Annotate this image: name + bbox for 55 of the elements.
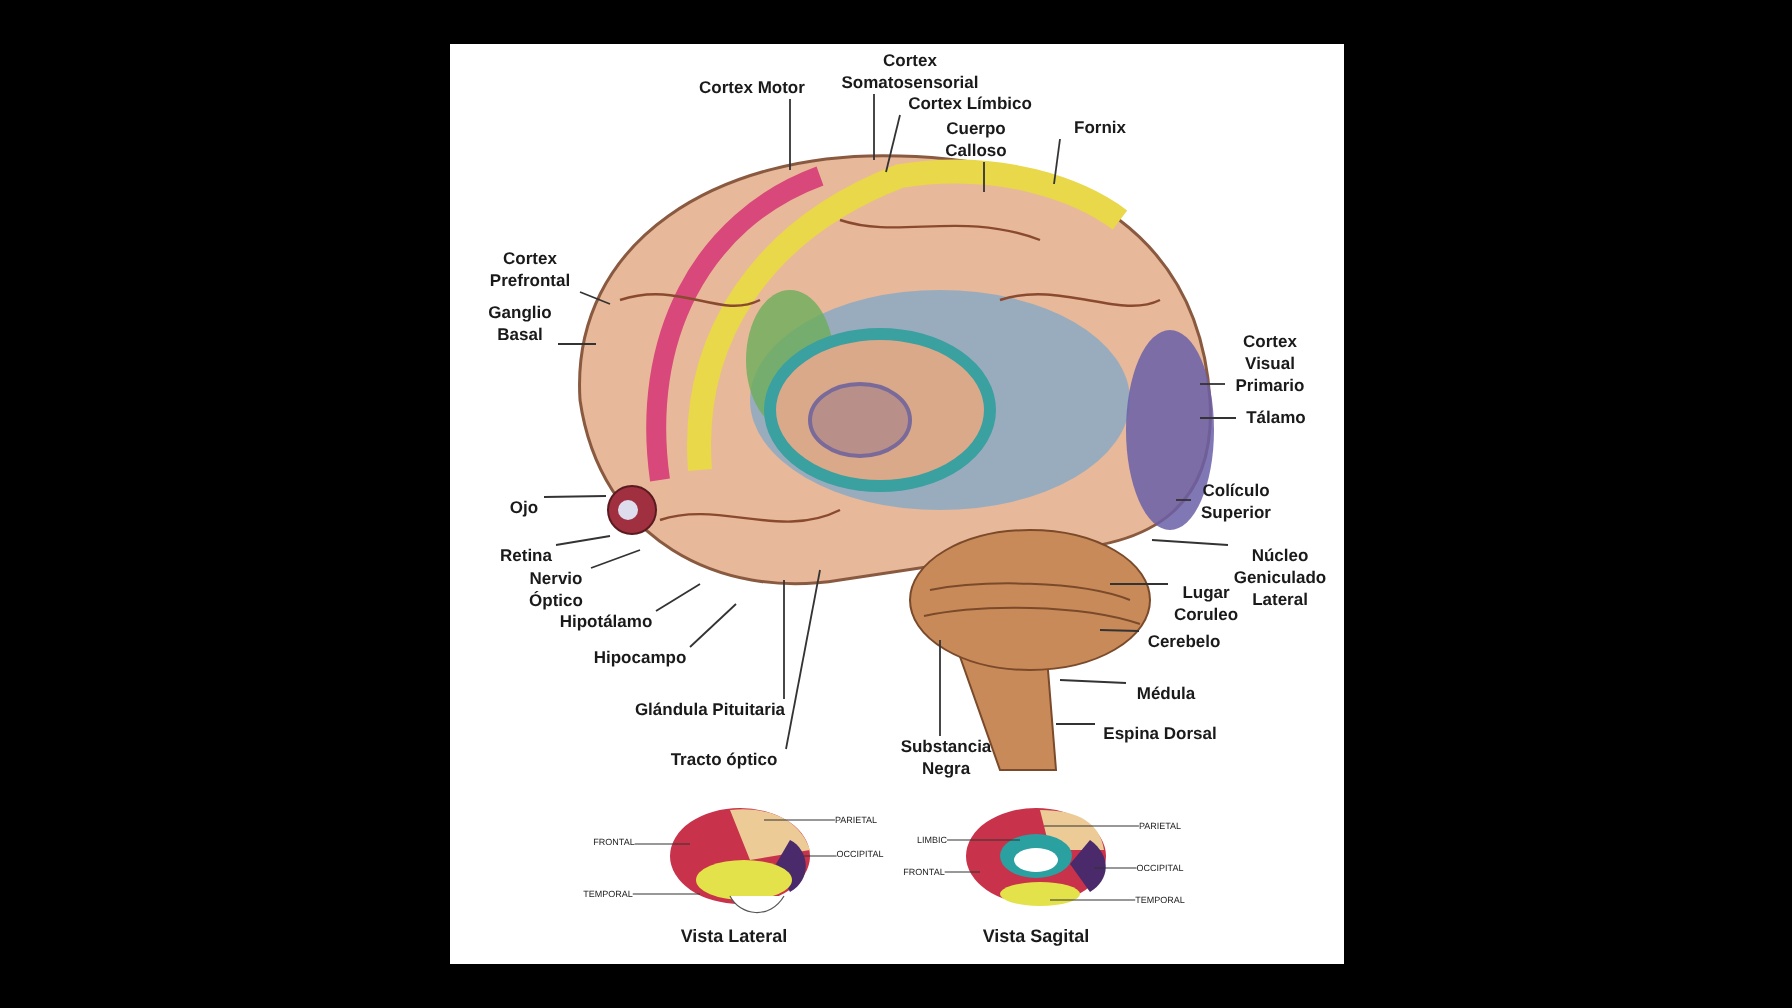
leader-line — [763, 819, 836, 821]
leader-line — [632, 893, 701, 895]
anatomy-label: Substancia Negra — [896, 736, 996, 780]
leader-line — [579, 291, 611, 305]
leader-line — [634, 843, 691, 845]
leader-line — [555, 535, 611, 546]
leader-line — [655, 583, 701, 612]
anatomy-label: Tracto óptico — [662, 749, 786, 771]
anatomy-label: Hipocampo — [590, 647, 690, 669]
leader-line — [944, 871, 981, 873]
leader-line — [1175, 499, 1192, 501]
leader-line — [543, 495, 607, 498]
anatomy-label: Cerebelo — [1139, 631, 1229, 653]
anatomy-label: Nervio Óptico — [521, 568, 591, 612]
anatomy-label: Fornix — [1060, 117, 1140, 139]
leader-line — [946, 839, 1021, 841]
anatomy-label: Espina Dorsal — [1095, 723, 1225, 745]
anatomy-label: Retina — [496, 545, 556, 567]
anatomy-label: Ganglio Basal — [482, 302, 558, 346]
leader-line — [1093, 867, 1138, 869]
anatomy-label: Cortex Motor — [682, 77, 822, 99]
leader-line — [789, 98, 791, 171]
leader-line — [1199, 383, 1226, 385]
leader-line — [590, 549, 641, 569]
leader-line — [1055, 723, 1096, 725]
leader-line — [885, 114, 901, 173]
leader-line — [803, 855, 838, 857]
leader-line — [783, 579, 785, 700]
anatomy-label: Glándula Pituitaria — [625, 699, 795, 721]
anatomy-label: Tálamo — [1236, 407, 1316, 429]
leader-line — [1053, 138, 1061, 185]
leader-line — [785, 569, 821, 750]
anatomy-label: Hipotálamo — [556, 611, 656, 633]
leader-line — [1109, 583, 1169, 585]
anatomy-label: Ojo — [504, 497, 544, 519]
anatomy-label: Cuerpo Calloso — [938, 118, 1014, 162]
leader-line — [1199, 417, 1237, 419]
leader-line — [983, 161, 985, 193]
leader-line — [1043, 825, 1140, 827]
leader-line — [557, 343, 597, 345]
view-caption: Vista Sagital — [982, 926, 1090, 946]
anatomy-label: Cortex Prefrontal — [480, 248, 580, 292]
anatomy-label: Cortex Límbico — [900, 93, 1040, 115]
leader-line — [939, 639, 941, 737]
leader-line — [1059, 679, 1127, 684]
anatomy-label: Médula — [1126, 683, 1206, 705]
anatomy-label: Cortex Visual Primario — [1225, 331, 1315, 397]
leader-line — [1099, 629, 1140, 632]
anatomy-label: Cortex Somatosensorial — [832, 50, 988, 94]
leader-line — [1049, 899, 1136, 901]
leader-line — [1151, 539, 1229, 546]
leader-line — [873, 93, 875, 161]
leader-line — [689, 603, 737, 648]
anatomy-label: Colículo Superior — [1191, 480, 1281, 524]
view-caption: Vista Lateral — [680, 926, 788, 946]
